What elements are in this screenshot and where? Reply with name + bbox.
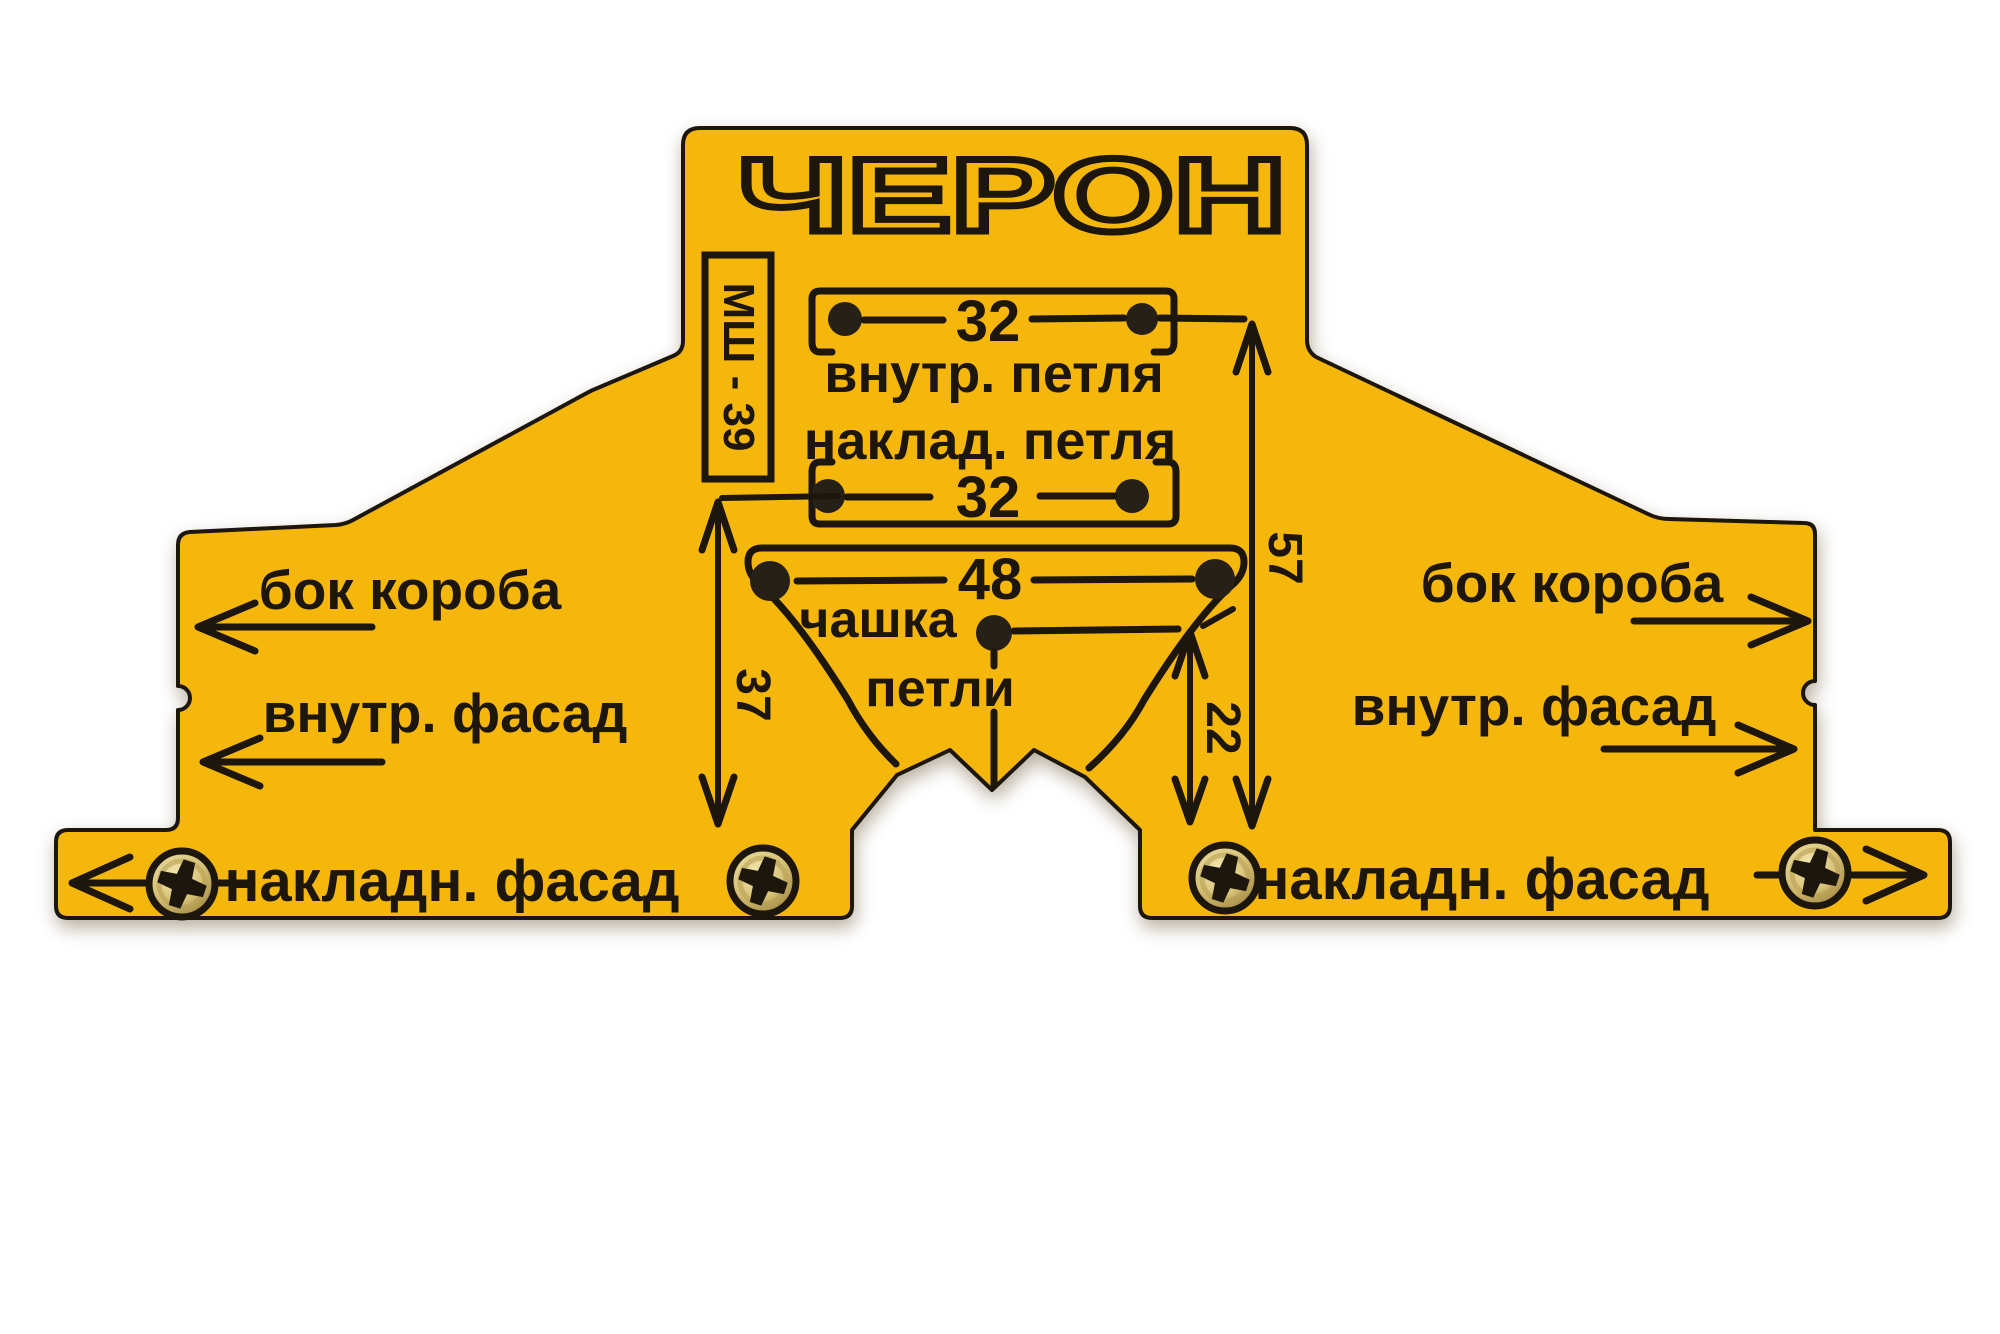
overlay-hinge-value: 32 bbox=[956, 465, 1021, 530]
dim-line bbox=[1030, 575, 1196, 584]
dimension-arrow bbox=[698, 773, 738, 828]
dimension-arrow bbox=[698, 498, 738, 554]
dim-line bbox=[1156, 314, 1248, 323]
cup-hole bbox=[750, 561, 790, 601]
overlay-hinge-label: наклад. петля bbox=[804, 411, 1176, 471]
dim-22-label: 22 bbox=[1196, 701, 1249, 754]
dim-tick bbox=[1200, 606, 1236, 629]
dim-line bbox=[793, 576, 948, 585]
cup-value: 48 bbox=[958, 547, 1023, 612]
inner-hinge-value: 32 bbox=[956, 289, 1021, 354]
model-badge-frame bbox=[701, 251, 775, 483]
dim-tick bbox=[719, 493, 841, 501]
dim-37-label: 37 bbox=[726, 668, 779, 721]
screw-icon bbox=[1192, 845, 1258, 911]
right-arrow-icon bbox=[1734, 721, 1798, 777]
left-arrow-icon bbox=[199, 734, 264, 790]
left-arrow-icon bbox=[68, 853, 134, 913]
bottom-right-strip-label: накладн. фасад bbox=[1254, 847, 1709, 912]
hinge-hole bbox=[1115, 479, 1149, 513]
overlay-hinge-bracket bbox=[808, 458, 1180, 528]
screw-icon bbox=[1782, 840, 1848, 906]
left-wing-row2-label: внутр. фасад bbox=[263, 682, 628, 744]
dim-57-label: 57 bbox=[1258, 531, 1311, 584]
model-badge-text: МШ - 39 bbox=[714, 283, 763, 452]
dimension-arrow bbox=[1171, 628, 1209, 680]
bottom-left-strip-label: накладн. фасад bbox=[224, 849, 679, 914]
left-arrow-icon bbox=[194, 599, 259, 655]
right-arrow-icon bbox=[1747, 593, 1812, 649]
hinge-hole bbox=[1126, 303, 1158, 335]
screw-icon bbox=[149, 851, 215, 917]
dim-line bbox=[1010, 625, 1182, 635]
cup-hole bbox=[1195, 559, 1235, 599]
dim-line bbox=[1028, 314, 1128, 323]
brand-logo-text: ЧЕРОН bbox=[738, 138, 1286, 254]
inner-hinge-bracket bbox=[808, 287, 1178, 356]
cup-label-line1: чашка bbox=[799, 591, 957, 649]
dimension-arrow bbox=[1171, 775, 1209, 826]
left-wing-row1-label: бок короба bbox=[259, 559, 562, 621]
screw-icon bbox=[730, 848, 796, 914]
inner-hinge-label: внутр. петля bbox=[824, 344, 1163, 404]
right-wing-row1-label: бок короба bbox=[1421, 552, 1724, 614]
dimension-arrow bbox=[1232, 320, 1272, 376]
template-plate: ЧЕРОН МШ - 39 32 внутр. петля наклад. пе… bbox=[54, 126, 1952, 918]
cup-label-line2: петли bbox=[865, 660, 1014, 718]
hinge-hole bbox=[828, 302, 862, 336]
dimension-arrow bbox=[1232, 775, 1272, 830]
cup-center-hole bbox=[976, 615, 1012, 651]
right-wing-row2-label: внутр. фасад bbox=[1352, 675, 1717, 737]
right-arrow-icon bbox=[1862, 845, 1928, 905]
